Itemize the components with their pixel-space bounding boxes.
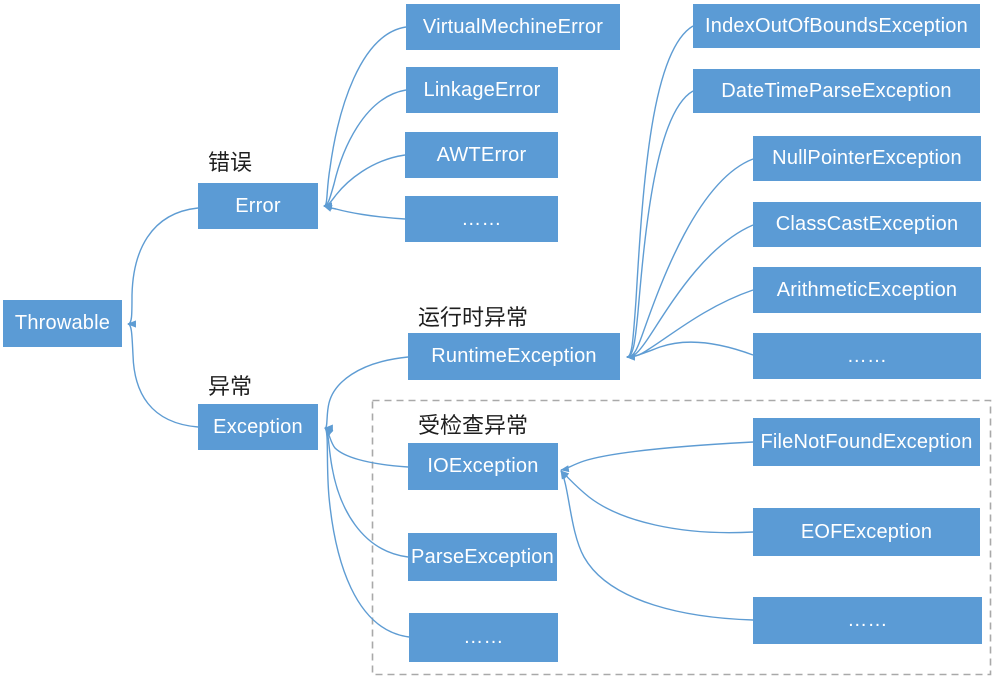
connector-iomore-to-ioexception bbox=[560, 470, 754, 621]
node-exception: Exception bbox=[198, 404, 318, 450]
connector-datetimeparse-to-runtime bbox=[626, 90, 694, 361]
node-index-out-of-bounds-exception-label: IndexOutOfBoundsException bbox=[705, 14, 968, 37]
connector-linkageerror-to-error bbox=[323, 89, 407, 210]
node-date-time-parse-exception-label: DateTimeParseException bbox=[721, 79, 952, 102]
node-parse-exception-label: ParseException bbox=[411, 545, 554, 568]
connector-errormore-to-error bbox=[323, 205, 406, 220]
connector-exception-to-throwable bbox=[127, 320, 199, 428]
node-io-exception: IOException bbox=[408, 443, 558, 490]
node-runtime-more: …… bbox=[753, 333, 981, 379]
node-awt-error: AWTError bbox=[405, 132, 558, 178]
connector-classcast-to-runtime bbox=[626, 224, 754, 361]
node-class-cast-exception: ClassCastException bbox=[753, 202, 981, 247]
node-date-time-parse-exception: DateTimeParseException bbox=[693, 69, 980, 113]
node-file-not-found-exception-label: FileNotFoundException bbox=[760, 430, 973, 453]
node-checked-more-label: …… bbox=[463, 626, 504, 648]
connector-runtime-to-exception bbox=[324, 356, 409, 432]
connector-runtimemore-to-runtime bbox=[626, 341, 754, 361]
connector-awterror-to-error bbox=[323, 154, 406, 210]
node-arithmetic-exception-label: ArithmeticException bbox=[776, 278, 958, 301]
connector-checkedmore-to-exception bbox=[324, 427, 410, 638]
node-runtime-exception: RuntimeException bbox=[408, 333, 620, 380]
node-parse-exception: ParseException bbox=[408, 533, 557, 581]
connector-virtualmechineerror-to-error bbox=[323, 26, 407, 210]
annotation-exception: 异常 bbox=[208, 374, 253, 399]
annotation-error: 错误 bbox=[208, 150, 253, 175]
connector-eof-to-ioexception bbox=[560, 470, 754, 534]
node-eof-exception: EOFException bbox=[753, 508, 980, 556]
node-error-label: Error bbox=[235, 194, 281, 217]
node-io-exception-label: IOException bbox=[427, 455, 539, 477]
connector-nullpointer-to-runtime bbox=[626, 158, 754, 361]
node-virtual-mechine-error-label: VirtualMechineError bbox=[422, 15, 604, 38]
node-io-more-label: …… bbox=[847, 609, 888, 631]
connector-filenotfound-to-ioexception bbox=[560, 441, 754, 473]
connector-indexoutofbounds-to-runtime bbox=[626, 25, 694, 361]
node-runtime-exception-label: RuntimeException bbox=[431, 345, 597, 367]
connector-ioexception-to-exception bbox=[324, 427, 409, 468]
node-linkage-error: LinkageError bbox=[406, 67, 558, 113]
checked-exception-group-border bbox=[371, 399, 992, 676]
node-null-pointer-exception: NullPointerException bbox=[753, 136, 981, 181]
node-checked-more: …… bbox=[409, 613, 558, 662]
node-exception-label: Exception bbox=[213, 415, 303, 438]
node-eof-exception-label: EOFException bbox=[800, 520, 933, 543]
node-throwable: Throwable bbox=[3, 300, 122, 347]
node-index-out-of-bounds-exception: IndexOutOfBoundsException bbox=[693, 4, 980, 48]
node-runtime-more-label: …… bbox=[846, 344, 888, 367]
node-file-not-found-exception: FileNotFoundException bbox=[753, 418, 980, 466]
annotation-checked: 受检查异常 bbox=[418, 413, 529, 438]
node-linkage-error-label: LinkageError bbox=[423, 78, 541, 101]
node-io-more: …… bbox=[753, 597, 982, 644]
node-arithmetic-exception: ArithmeticException bbox=[753, 267, 981, 313]
connector-parseexception-to-exception bbox=[324, 427, 409, 558]
node-null-pointer-exception-label: NullPointerException bbox=[772, 147, 962, 169]
connector-error-to-throwable bbox=[127, 207, 199, 328]
node-virtual-mechine-error: VirtualMechineError bbox=[406, 4, 620, 50]
node-class-cast-exception-label: ClassCastException bbox=[775, 213, 959, 235]
annotation-runtime: 运行时异常 bbox=[418, 305, 529, 330]
node-error-more-label: …… bbox=[461, 207, 502, 230]
node-awt-error-label: AWTError bbox=[436, 143, 527, 166]
node-error-more: …… bbox=[405, 196, 558, 242]
node-error: Error bbox=[198, 183, 318, 229]
node-throwable-label: Throwable bbox=[14, 312, 111, 334]
